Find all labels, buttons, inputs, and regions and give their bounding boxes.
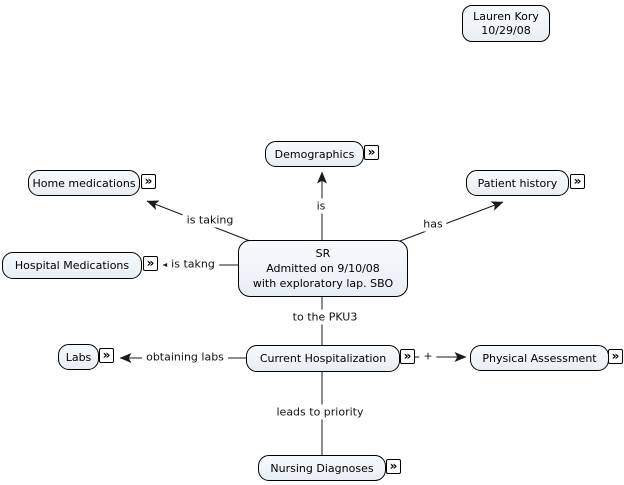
link-label-plus[interactable]: + — [419, 348, 437, 364]
node-label: Labs — [65, 350, 92, 364]
node-patient-history[interactable]: Patient history — [466, 170, 569, 196]
node-label: Nursing Diagnoses — [270, 461, 374, 475]
demographics-resource-icon[interactable]: » — [364, 145, 379, 160]
node-demographics[interactable]: Demographics — [265, 141, 364, 167]
node-current-hospitalization[interactable]: Current Hospitalization — [246, 345, 400, 372]
patient-history-resource-icon[interactable]: » — [570, 174, 585, 189]
node-labs[interactable]: Labs — [58, 344, 99, 370]
node-label: Home medications — [32, 176, 136, 190]
node-central-sr[interactable]: SR Admitted on 9/10/08 with exploratory … — [238, 240, 408, 297]
author-date: 10/29/08 — [481, 23, 531, 37]
physical-assessment-resource-icon[interactable]: » — [608, 349, 623, 364]
home-medications-resource-icon[interactable]: » — [141, 174, 156, 189]
nursing-diagnoses-resource-icon[interactable]: » — [386, 459, 401, 474]
node-home-medications[interactable]: Home medications — [28, 170, 140, 196]
node-label: Patient history — [477, 176, 558, 190]
edge-central-to-patient-history — [399, 201, 504, 242]
node-label: Physical Assessment — [482, 351, 597, 365]
link-label-is[interactable]: is — [312, 198, 330, 214]
node-label-line2: Admitted on 9/10/08 — [266, 262, 380, 275]
author-annotation[interactable]: Lauren Kory 10/29/08 — [462, 5, 550, 42]
node-physical-assessment[interactable]: Physical Assessment — [470, 345, 609, 371]
link-label-has[interactable]: has — [419, 216, 447, 232]
link-label-to-the-pku3[interactable]: to the PKU3 — [288, 309, 362, 325]
author-name: Lauren Kory — [473, 9, 539, 23]
current-hospitalization-resource-icon[interactable]: » — [400, 349, 415, 364]
link-label-obtaining-labs[interactable]: obtaining labs — [142, 349, 228, 365]
node-label: Demographics — [274, 147, 355, 161]
node-hospital-medications[interactable]: Hospital Medications — [2, 252, 142, 279]
link-label-is-taking[interactable]: is taking — [182, 212, 238, 228]
link-label-is-takng[interactable]: is takng — [167, 256, 219, 272]
hospital-medications-resource-icon[interactable]: » — [143, 256, 158, 271]
node-nursing-diagnoses[interactable]: Nursing Diagnoses — [258, 455, 386, 481]
node-label-line3: with exploratory lap. SBO — [252, 277, 394, 290]
node-label: Hospital Medications — [14, 259, 130, 272]
labs-resource-icon[interactable]: » — [99, 348, 114, 363]
link-label-leads-to-priority[interactable]: leads to priority — [272, 404, 368, 420]
node-label-line1: SR — [315, 247, 331, 260]
node-label: Current Hospitalization — [259, 352, 387, 365]
